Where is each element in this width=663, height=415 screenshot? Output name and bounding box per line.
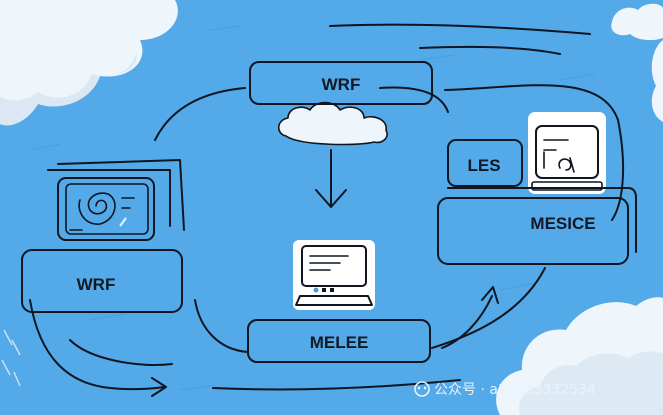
node-bottom-melee: MELEE xyxy=(247,319,431,363)
arrow-icon xyxy=(315,149,347,208)
cloud-top-right xyxy=(611,3,663,41)
spiral-terminal-icon xyxy=(57,177,155,241)
node-les-label: LES xyxy=(467,156,500,175)
watermark: 公众号 · a15833332534 xyxy=(414,381,596,398)
cloud-bottom-right xyxy=(496,297,663,415)
node-left-wrf: WRF xyxy=(21,159,185,313)
node-left-label: WRF xyxy=(77,275,116,294)
background-hatching xyxy=(29,25,596,391)
connector-lines xyxy=(29,23,625,391)
node-mesice-label: MESICE xyxy=(530,214,595,233)
watermark-text: 公众号 · a15833332534 xyxy=(434,382,596,398)
node-bottom-label: MELEE xyxy=(310,333,369,352)
node-right-mesice: MESICE xyxy=(437,187,637,265)
cloud-top-left xyxy=(0,0,178,126)
cloud-right-edge xyxy=(651,40,663,122)
arrow-bottom-left xyxy=(109,377,167,397)
node-top-wrf: WRF xyxy=(249,61,433,105)
left-edge-hatch xyxy=(1,329,21,387)
arrow-to-right-node xyxy=(441,286,499,349)
node-top-label: WRF xyxy=(322,75,361,94)
monitor-icon xyxy=(528,112,606,194)
node-right-les: LES xyxy=(447,139,523,187)
cloud-icon xyxy=(277,101,388,146)
laptop-icon xyxy=(293,240,375,310)
